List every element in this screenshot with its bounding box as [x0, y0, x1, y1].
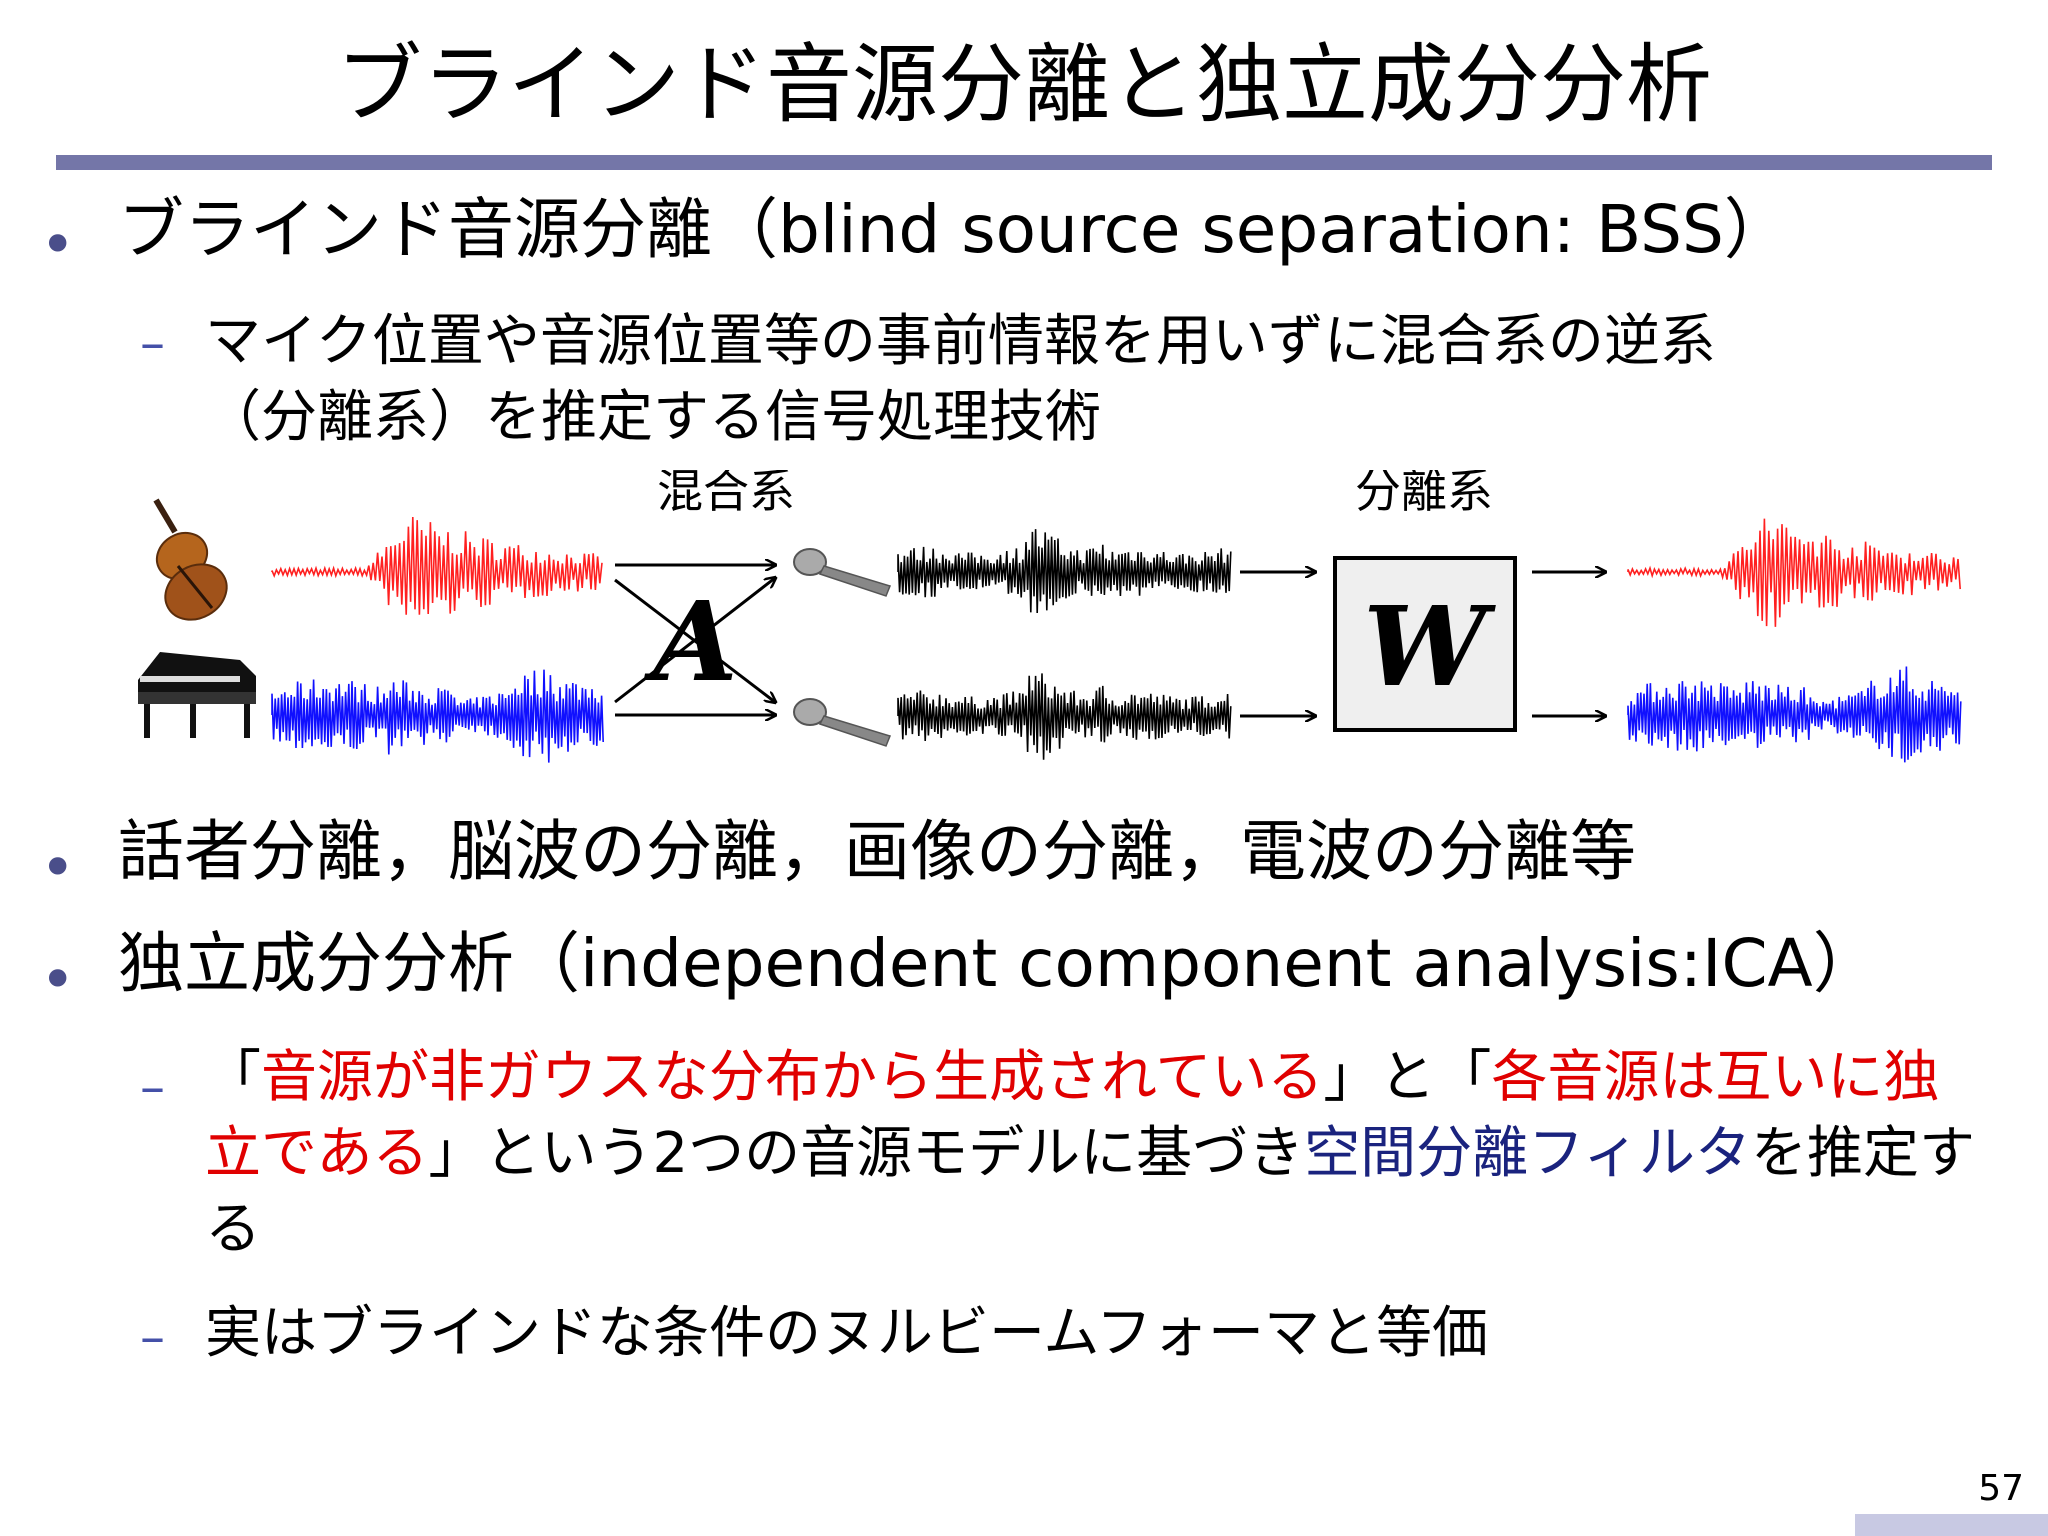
sub-bss-description: マイク位置や音源位置等の事前情報を用いずに混合系の逆系 （分離系）を推定する信号… — [205, 304, 2005, 456]
independence-assumption: 各音源は互いに独立である — [205, 1045, 1940, 1186]
input-arrows — [1240, 572, 1315, 716]
spatial-filter-term: 空間分離フィルタ — [1304, 1121, 1751, 1186]
sub-ica-tail: を推定する — [205, 1121, 1975, 1262]
bullet-ica: 独立成分分析（independent component analysis:IC… — [118, 925, 1879, 1002]
mixing-label: 混合系 — [657, 470, 795, 518]
mixed1-waveform — [897, 529, 1232, 614]
separation-label: 分離系 — [1355, 470, 1493, 518]
separation-box — [1333, 556, 1517, 732]
sub-dash: – — [140, 1308, 165, 1366]
mixing-symbol-a: A — [643, 577, 737, 706]
bullet-applications: 話者分離，脳波の分離，画像の分離，電波の分離等 — [118, 813, 1636, 890]
bss-diagram: 混合系 A 分離系 W — [120, 470, 1980, 790]
bullet-bss: ブラインド音源分離（blind source separation: BSS） — [118, 191, 1790, 268]
sub-dash: – — [140, 1058, 165, 1116]
sub-bss-line2: （分離系）を推定する信号処理技術 — [205, 385, 1101, 450]
quote-open: 「 — [205, 1045, 261, 1110]
violin-icon — [153, 498, 228, 621]
microphone-icon — [793, 698, 892, 747]
bullet-dot: • — [40, 210, 76, 280]
title-rule — [56, 155, 1992, 170]
separation-symbol-w: W — [1363, 582, 1496, 711]
sub-ica-description: 「音源が非ガウスな分布から生成されている」と「各音源は互いに独立である」という2… — [205, 1040, 1995, 1268]
non-gaussian-assumption: 音源が非ガウスな分布から生成されている — [261, 1045, 1324, 1110]
piano-icon — [138, 652, 256, 738]
separated1-waveform — [1627, 518, 1961, 627]
sub-bss-line1: マイク位置や音源位置等の事前情報を用いずに混合系の逆系 — [205, 309, 1716, 374]
separated2-waveform — [1627, 666, 1962, 763]
microphone-icon — [793, 548, 892, 597]
source2-waveform — [271, 669, 604, 763]
mixed2-waveform — [897, 673, 1232, 760]
source1-waveform — [271, 516, 603, 615]
output-arrows — [1532, 572, 1605, 716]
bullet-dot: • — [40, 945, 76, 1015]
bullet-dot: • — [40, 833, 76, 903]
quote-join: 」と「 — [1323, 1045, 1492, 1110]
mixing-arrows — [614, 565, 775, 715]
slide-title: ブラインド音源分離と独立成分分析 — [336, 35, 1712, 135]
sub-null-beamformer: 実はブラインドな条件のヌルビームフォーマと等価 — [205, 1301, 1488, 1366]
page-number: 57 — [1978, 1468, 2024, 1509]
quote-close: 」という2つの音源モデルに基づき — [428, 1121, 1305, 1186]
corner-bar — [1855, 1514, 2048, 1536]
sub-dash: – — [140, 314, 165, 372]
